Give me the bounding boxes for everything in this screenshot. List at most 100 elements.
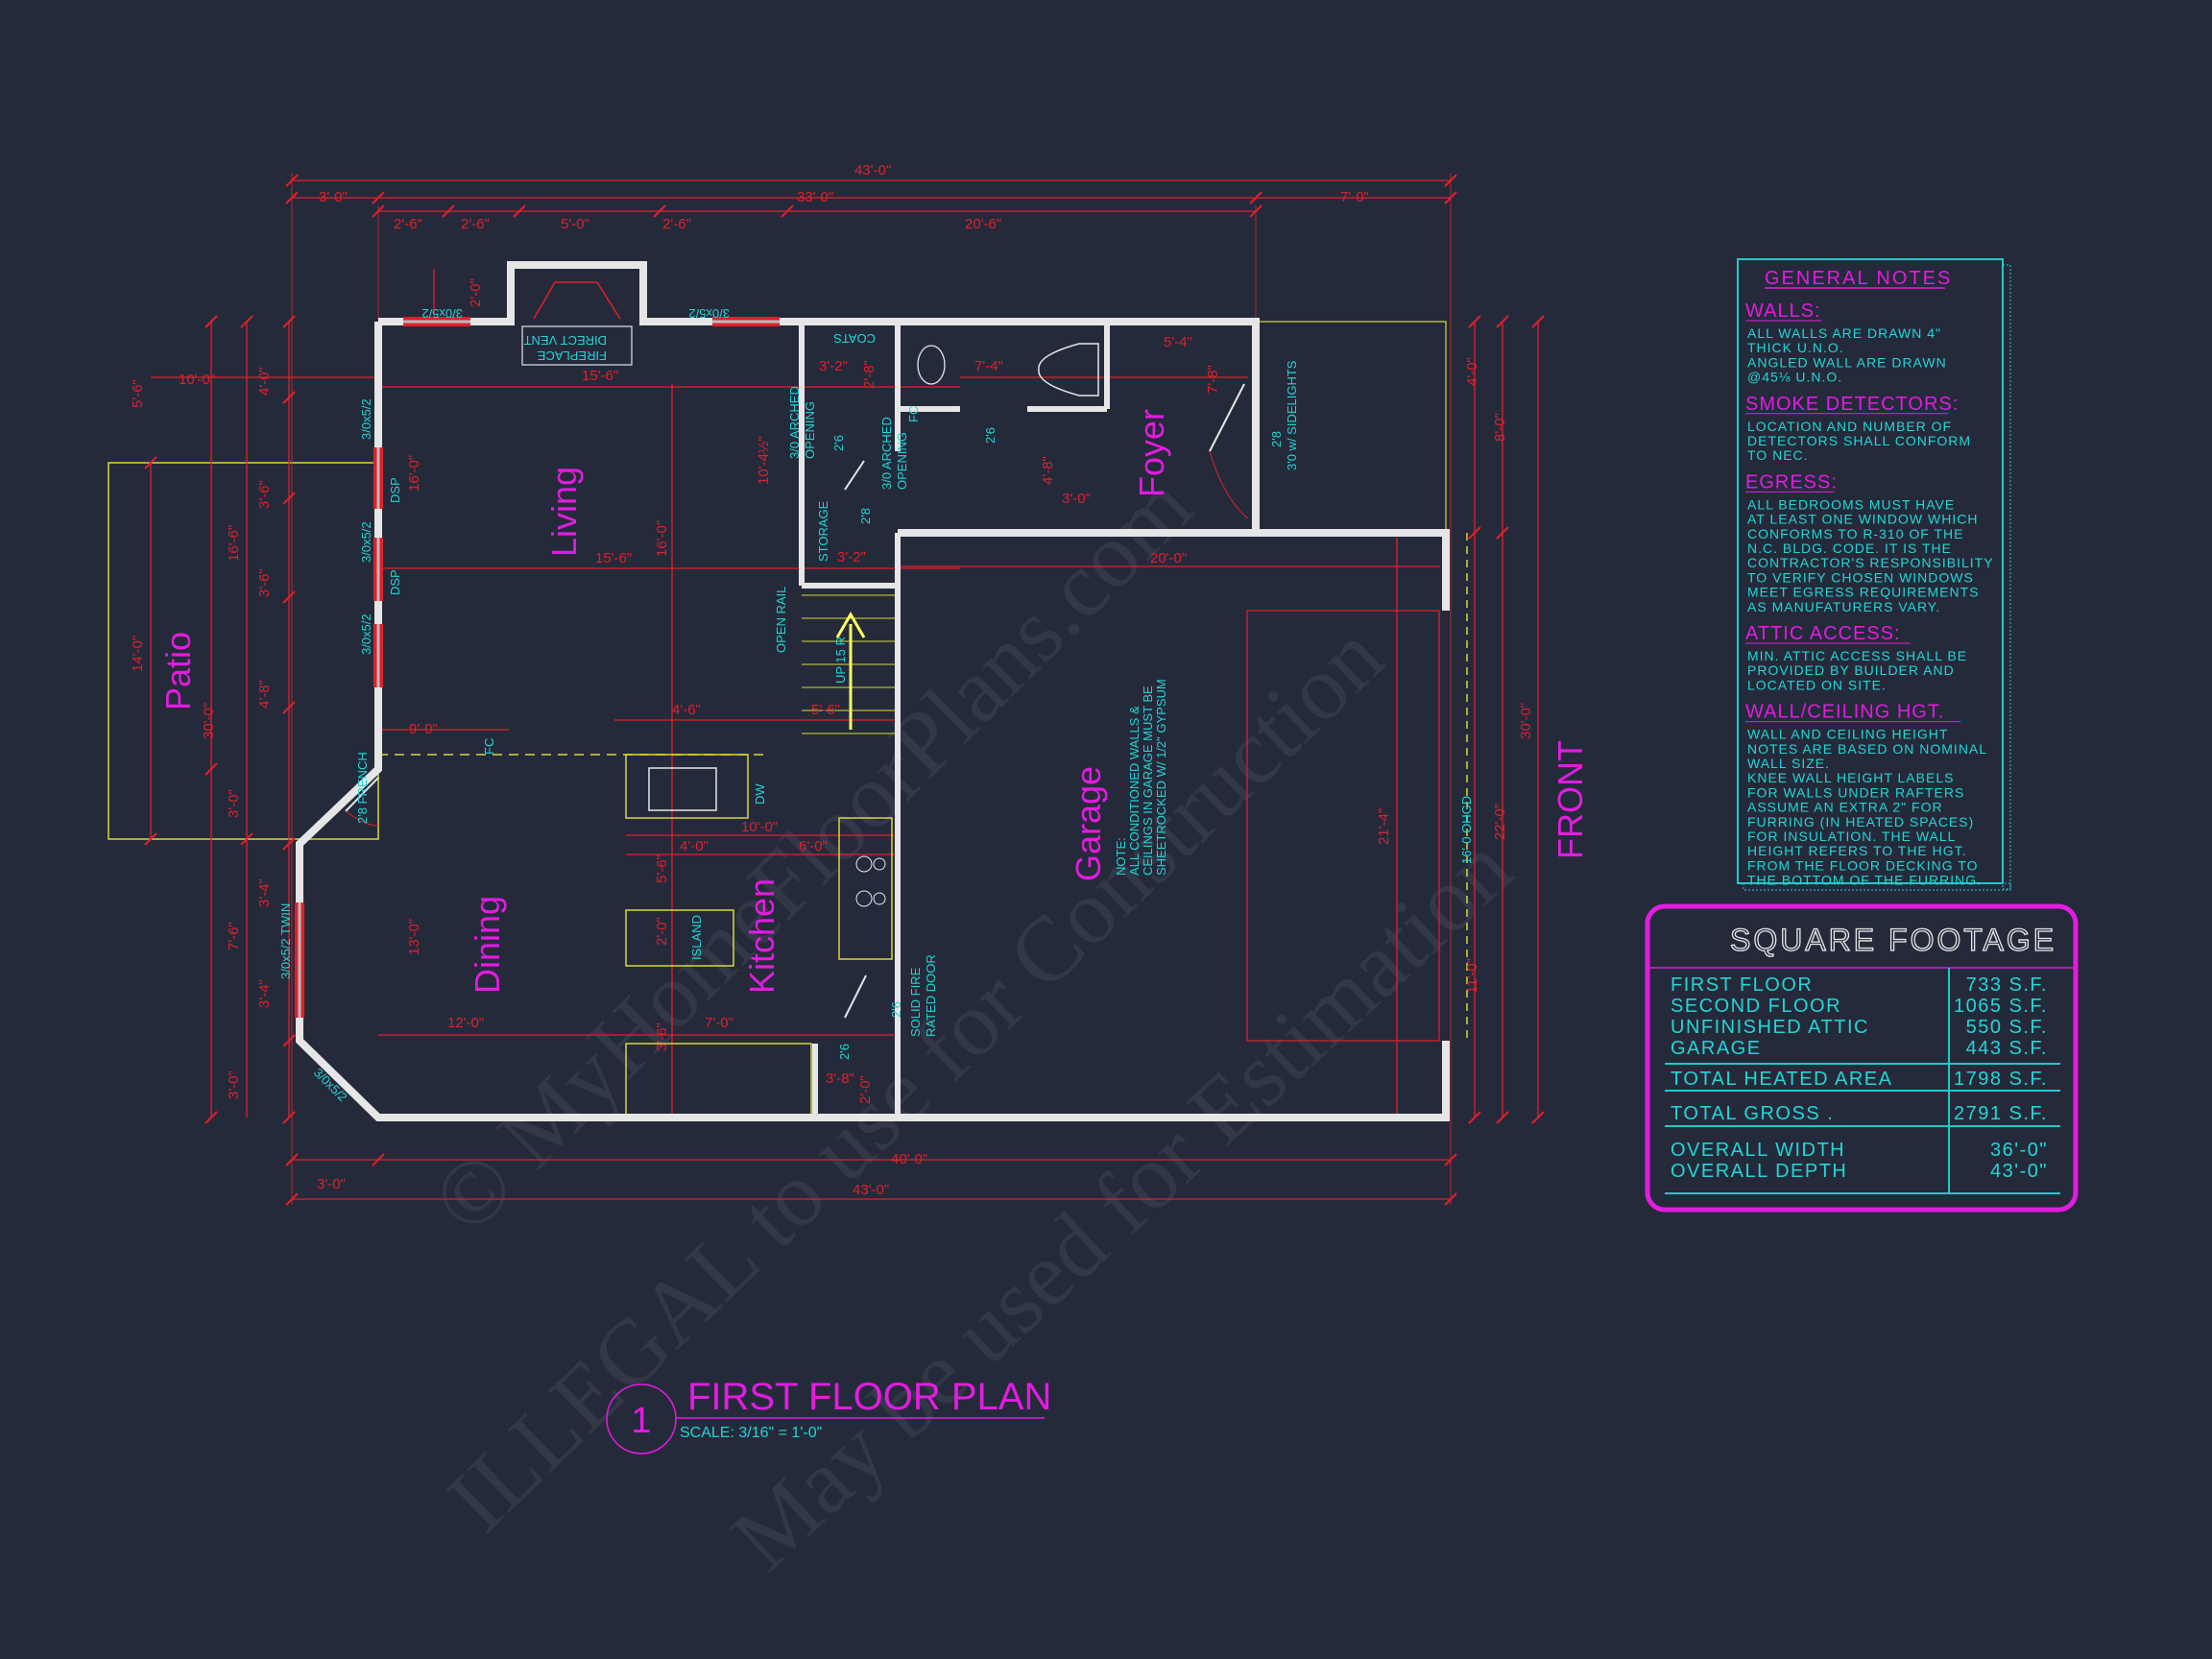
front-door-label: 3'0 w/ SIDELIGHTS bbox=[1285, 360, 1299, 470]
notes-line: CONFORMS TO R-310 OF THE bbox=[1747, 526, 1963, 541]
notes-line: THICK U.N.O. bbox=[1747, 340, 1844, 355]
room-labels: Living Dining Kitchen Garage Foyer Patio… bbox=[158, 409, 1590, 994]
sf-row-value: 733 S.F. bbox=[1966, 974, 2048, 996]
door-size: 2'8 bbox=[858, 508, 873, 524]
dimension-tick bbox=[1468, 1111, 1481, 1124]
door-swing-arc bbox=[1209, 450, 1249, 519]
dim-label: 16'-0" bbox=[654, 520, 670, 557]
notes-heading: SMOKE DETECTORS: bbox=[1745, 394, 1959, 415]
dimension-tick bbox=[282, 837, 296, 851]
dimension-tick bbox=[513, 204, 526, 218]
stair-up-label: UP 15 R bbox=[833, 637, 848, 684]
dim-label: 5'-0" bbox=[561, 216, 589, 232]
dim-label: 10'-0" bbox=[741, 819, 778, 835]
notes-line: LOCATED ON SITE. bbox=[1747, 677, 1887, 692]
notes-line: LOCATION AND NUMBER OF bbox=[1747, 419, 1952, 434]
notes-line: FOR WALLS UNDER RAFTERS bbox=[1747, 784, 1964, 800]
sf-row-value: 550 S.F. bbox=[1966, 1017, 2048, 1038]
dim-label: 43'-0" bbox=[853, 1182, 889, 1198]
cooktop-burner bbox=[855, 890, 873, 907]
notes-line: WALL AND CEILING HEIGHT bbox=[1747, 727, 1948, 742]
island-label: ISLAND bbox=[689, 915, 704, 960]
sf-width-value: 36'-0" bbox=[1990, 1140, 2048, 1161]
dimension-tick bbox=[1496, 1111, 1509, 1124]
exterior-wall bbox=[296, 322, 1450, 1121]
dim-label: 4'-8" bbox=[256, 680, 273, 709]
dim-label: 7'-4" bbox=[974, 358, 1003, 374]
cooktop-burner bbox=[873, 892, 886, 905]
room-label-kitchen: Kitchen bbox=[742, 878, 781, 994]
garage-note: NOTE: bbox=[1114, 837, 1128, 876]
dimension-tick bbox=[240, 832, 253, 846]
dimension-tick bbox=[282, 492, 296, 505]
dim-label: 8'-0" bbox=[1492, 413, 1508, 442]
door-size: 2'6 bbox=[889, 1001, 903, 1018]
dimension-tick bbox=[442, 204, 455, 218]
plan-geometry bbox=[108, 173, 1545, 1206]
notes-line: WALL SIZE. bbox=[1747, 756, 1830, 771]
opening-label: OPENING bbox=[803, 401, 817, 459]
notes-line: NOTES ARE BASED ON NOMINAL bbox=[1747, 741, 1987, 757]
notes-line: PROVIDED BY BUILDER AND bbox=[1747, 662, 1955, 678]
dim-label: 16'-0" bbox=[406, 455, 422, 492]
dim-label: 3'-6" bbox=[256, 568, 273, 597]
fireplace-label: DIRECT VENT bbox=[524, 333, 607, 348]
dim-label: 5'-6" bbox=[130, 379, 146, 408]
window-label: 3/0x5/2 bbox=[421, 306, 463, 321]
sf-row-value: 1065 S.F. bbox=[1954, 996, 2048, 1017]
dimension-tick bbox=[781, 204, 794, 218]
fireplace-label: FIREPLACE bbox=[537, 349, 607, 363]
garage-parking-outline bbox=[1246, 610, 1440, 1042]
window-label: 3/0x5/2 TWIN bbox=[278, 903, 293, 979]
dimension-tick bbox=[1496, 526, 1509, 540]
door-size: 2'6 bbox=[831, 435, 846, 451]
fireplace-hearth bbox=[521, 325, 633, 366]
door-swing-arc bbox=[345, 810, 379, 827]
notes-line: CONTRACTOR'S RESPONSIBILITY bbox=[1747, 555, 1994, 570]
room-label-patio: Patio bbox=[158, 632, 198, 710]
kitchen-counter bbox=[625, 754, 749, 819]
room-label-foyer: Foyer bbox=[1132, 409, 1171, 497]
dim-label: 21'-4" bbox=[1376, 808, 1392, 845]
dim-label: 3'-6" bbox=[654, 1022, 670, 1051]
dim-label: 2'-6" bbox=[662, 216, 691, 232]
door-leaf bbox=[844, 460, 865, 491]
notes-line: ALL WALLS ARE DRAWN 4" bbox=[1747, 325, 1941, 341]
open-rail-label: OPEN RAIL bbox=[774, 587, 788, 653]
dimension-tick bbox=[282, 315, 296, 328]
notes-line: TO VERIFY CHOSEN WINDOWS bbox=[1747, 569, 1974, 585]
door-leaf bbox=[1209, 383, 1245, 452]
drawing-title-block: 1 FIRST FLOOR PLAN SCALE: 3/16" = 1'-0" bbox=[606, 1376, 1051, 1455]
notes-line: AT LEAST ONE WINDOW WHICH bbox=[1747, 512, 1978, 527]
dimension-tick bbox=[1531, 1111, 1545, 1124]
drawing-scale: SCALE: 3/16" = 1'-0" bbox=[680, 1425, 822, 1441]
room-label-dining: Dining bbox=[468, 896, 507, 994]
dim-label: 3'-4" bbox=[256, 878, 273, 907]
sf-total-heated-label: TOTAL HEATED AREA bbox=[1671, 1069, 1892, 1090]
cooktop-burner bbox=[855, 855, 873, 873]
notes-line: FROM THE FLOOR DECKING TO bbox=[1747, 857, 1978, 873]
window-label: 3/0x5/2 bbox=[688, 306, 730, 321]
door-size: 2'8 bbox=[1269, 431, 1284, 447]
kitchen-sink bbox=[648, 767, 717, 811]
dim-label: 3'-8" bbox=[826, 1070, 854, 1087]
drawing-number: 1 bbox=[631, 1401, 651, 1441]
kitchen-counter bbox=[838, 817, 893, 960]
dim-label: 7'-6" bbox=[226, 922, 242, 950]
dsp-label: DSP bbox=[388, 569, 402, 595]
notes-title: GENERAL NOTES bbox=[1765, 268, 1952, 289]
sf-total-gross-value: 2791 S.F. bbox=[1954, 1103, 2048, 1124]
dimension-tick bbox=[372, 191, 385, 204]
stair-arrow bbox=[835, 612, 866, 730]
dimension-labels: 43'-0" 3'-0" 33'-0" 7'-0" 2'-6" 2'-6" 5'… bbox=[130, 162, 1534, 1198]
notes-line: ANGLED WALL ARE DRAWN bbox=[1747, 354, 1947, 370]
toilet-icon bbox=[1038, 343, 1099, 397]
sf-row-label: SECOND FLOOR bbox=[1671, 996, 1841, 1017]
dim-label: 43'-0" bbox=[854, 162, 891, 179]
dimension-tick bbox=[282, 701, 296, 714]
dimension-tick bbox=[204, 315, 218, 328]
dim-label: 15'-6" bbox=[582, 368, 618, 384]
square-footage-table: SQUARE FOOTAGE FIRST FLOOR 733 S.F. SECO… bbox=[1645, 903, 2079, 1213]
notes-line: MEET EGRESS REQUIREMENTS bbox=[1747, 585, 1980, 600]
dimension-tick bbox=[282, 1111, 296, 1124]
